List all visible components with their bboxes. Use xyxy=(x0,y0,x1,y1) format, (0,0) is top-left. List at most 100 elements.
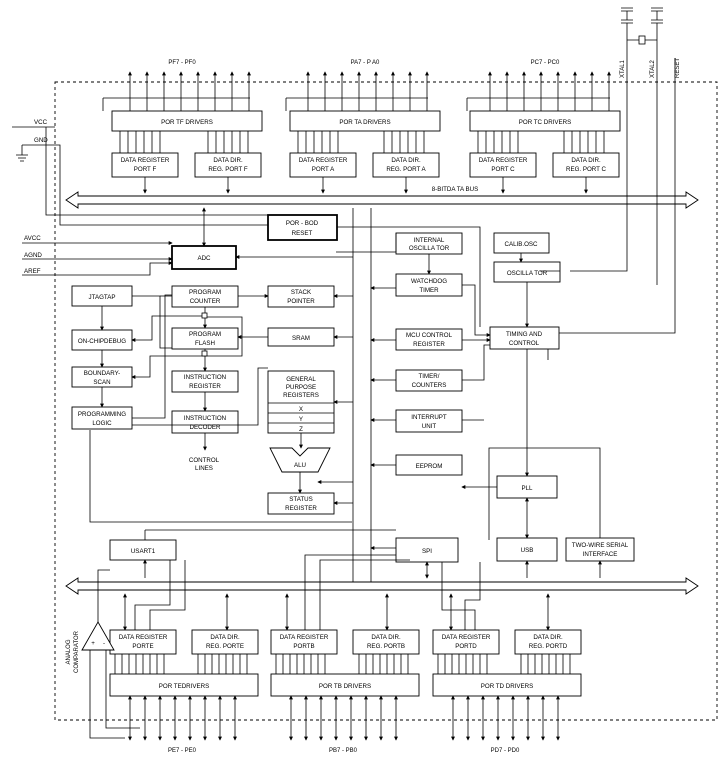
pa-pin-label: PA7 - P A0 xyxy=(351,60,380,66)
calib-osc-label: CALIB.OSC xyxy=(504,241,538,248)
analog-comparator-line1: ANALOG xyxy=(66,639,72,664)
reg-y: Y xyxy=(299,416,303,423)
crystal-network xyxy=(547,7,676,360)
por-bod-line1: POR - BOD xyxy=(286,220,319,227)
port-a-data-register-line1: DATA REGISTER xyxy=(299,157,348,164)
port-b-data-register xyxy=(270,629,338,655)
pf-pin-label: PF7 - PF0 xyxy=(168,60,196,66)
port-a-data-register-line2: PORT A xyxy=(312,166,335,173)
port-f-data-register-line1: DATA REGISTER xyxy=(121,157,170,164)
avcc-label: AVCC xyxy=(24,235,41,242)
mcu-control-line2: REGISTER xyxy=(413,341,445,348)
usb-label: USB xyxy=(521,547,534,554)
internal-osc-line1: INTERNAL xyxy=(414,237,445,244)
vcc-label: VCC xyxy=(34,119,48,126)
port-d-data-dir-line1: DATA DIR. xyxy=(533,634,563,641)
port-f-drivers-label: POR TF DRIVERS xyxy=(161,119,213,126)
pd-pin-label: PD7 - PD0 xyxy=(491,748,520,754)
port-a-drivers-label: POR TA DRIVERS xyxy=(339,119,390,126)
port-d-drivers xyxy=(432,673,582,697)
port-b-data-dir xyxy=(352,629,420,655)
gpr-line2: PURPOSE xyxy=(286,384,316,391)
timing-control-line1: TIMING AND xyxy=(506,331,543,338)
port-f-data-register-line2: PORT F xyxy=(134,166,157,173)
boundary-scan-line1: BOUNDARY- xyxy=(84,370,120,377)
reset-label: RESET xyxy=(675,58,681,78)
port-f-drivers xyxy=(111,110,263,132)
port-e-data-dir-line1: DATA DIR. xyxy=(210,634,240,641)
boundary-scan-line2: SCAN xyxy=(93,379,110,386)
programming-logic-line2: LOGIC xyxy=(92,420,112,427)
port-d-data-register-line2: PORTD xyxy=(455,643,477,650)
mcu-control-register xyxy=(395,328,463,351)
port-e-data-dir xyxy=(191,629,259,655)
port-b-data-dir-line2: REG. PORTB xyxy=(367,643,405,650)
port-b-drivers-label: POR TB DRIVERS xyxy=(319,683,371,690)
bottom-bus-links xyxy=(123,554,602,631)
gpr-line3: REGISTERS xyxy=(283,392,319,399)
adc-label: ADC xyxy=(197,255,211,262)
program-counter-line2: COUNTER xyxy=(190,298,221,305)
analog-pins xyxy=(22,241,173,276)
oscillator-label: OSCILLA TOR xyxy=(507,270,548,277)
port-d-data-register-line1: DATA REGISTER xyxy=(442,634,491,641)
interrupt-unit xyxy=(395,409,463,433)
pb-pin-label: PB7 - PB0 xyxy=(329,748,358,754)
port-a-data-dir-line1: DATA DIR. xyxy=(391,157,421,164)
top-data-bus xyxy=(65,191,699,209)
analog-comparator-line2: COMPARATOR xyxy=(74,630,80,673)
program-flash-line2: FLASH xyxy=(195,340,215,347)
aref-label: AREF xyxy=(24,268,41,275)
driver-register-links xyxy=(119,131,605,153)
control-lines-line2: LINES xyxy=(195,465,213,472)
reg-z: Z xyxy=(299,426,303,433)
agnd-label: AGND xyxy=(24,252,42,259)
comparator-plus: + xyxy=(91,640,95,647)
gpr-dividers xyxy=(268,402,334,424)
watchdog-line1: WATCHDOG xyxy=(411,278,447,285)
port-b-data-register-line1: DATA REGISTER xyxy=(280,634,329,641)
timer-counters-line1: TIMER/ xyxy=(419,373,440,380)
eeprom-label: EEPROM xyxy=(416,463,443,470)
instruction-register-line1: INSTRUCTION xyxy=(184,374,226,381)
port-d-data-dir-line2: REG. PORTD xyxy=(529,643,568,650)
por-bod-line2: RESET xyxy=(292,230,313,237)
status-register-line2: REGISTER xyxy=(285,505,317,512)
port-c-drivers-label: POR TC DRIVERS xyxy=(519,119,572,126)
port-b-drivers xyxy=(270,673,420,697)
on-chip-debug-label: ON-CHIPDEBUG xyxy=(78,338,126,345)
control-lines-line1: CONTROL xyxy=(189,457,220,464)
spi xyxy=(395,537,459,563)
port-c-data-register-line1: DATA REGISTER xyxy=(479,157,528,164)
internal-osc-line2: OSCILLA TOR xyxy=(409,245,450,252)
port-c-data-register-line2: PORT C xyxy=(491,166,515,173)
port-c-data-dir-line2: REG. PORT C xyxy=(566,166,607,173)
stack-pointer-line2: POINTER xyxy=(287,298,315,305)
twi-line2: INTERFACE xyxy=(583,551,618,558)
port-e-data-register xyxy=(109,629,177,655)
port-a-drivers xyxy=(289,110,441,132)
pc-pin-label: PC7 - PC0 xyxy=(531,60,560,66)
port-c-data-dir-line1: DATA DIR. xyxy=(571,157,601,164)
pe-pin-label: PE7 - PE0 xyxy=(168,748,197,754)
port-c-drivers xyxy=(469,110,621,132)
usart1-label: USART1 xyxy=(131,548,156,555)
port-d-drivers-label: POR TD DRIVERS xyxy=(481,683,534,690)
port-e-drivers xyxy=(109,673,259,697)
chip-boundary xyxy=(54,81,718,721)
pll-label: PLL xyxy=(521,485,533,492)
sram-label: SRAM xyxy=(292,335,310,342)
timing-control-line2: CONTROL xyxy=(509,340,540,347)
stack-pointer-line1: STACK xyxy=(291,289,312,296)
jtag-tap-label: JTAGTAP xyxy=(89,294,116,301)
port-b-data-dir-line1: DATA DIR. xyxy=(371,634,401,641)
xtal2-label: XTAL2 xyxy=(650,59,656,78)
programming-logic-line1: PROGRAMMING xyxy=(78,411,126,418)
timer-counters xyxy=(395,369,463,392)
port-a-data-dir-line2: REG. PORT A xyxy=(386,166,426,173)
port-d-data-dir xyxy=(514,629,582,655)
comparator-minus: - xyxy=(103,640,105,647)
port-f-data-register xyxy=(111,152,179,178)
bottom-data-bus xyxy=(65,577,699,595)
